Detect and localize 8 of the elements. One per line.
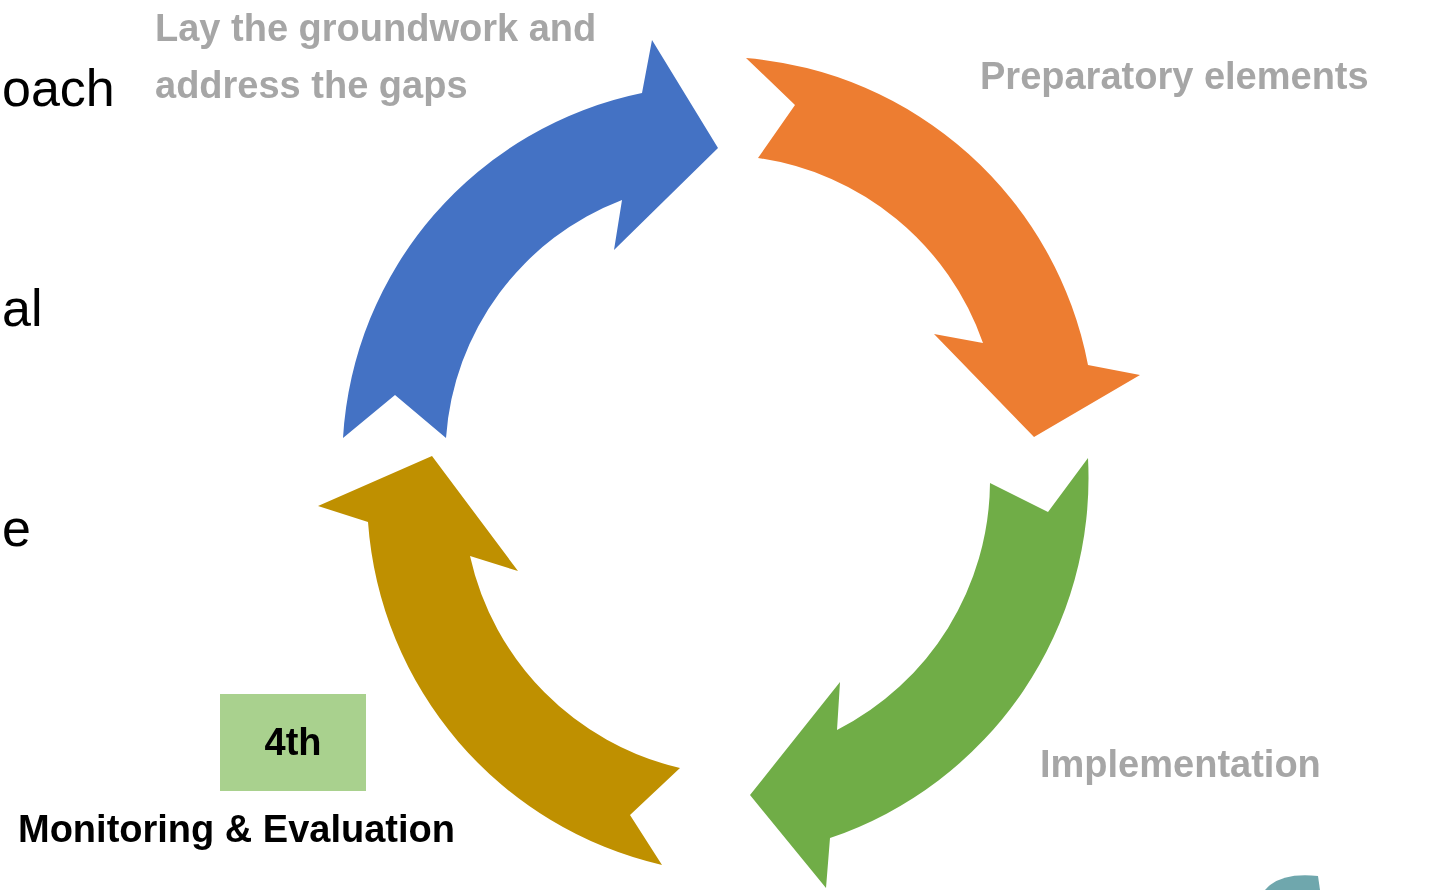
partial-text: e <box>2 498 31 558</box>
stage-label: Implementation <box>1040 742 1322 787</box>
stage-label: Preparatory elements <box>980 54 1370 99</box>
step-badge: 4th <box>220 694 366 791</box>
stage-label: Monitoring & Evaluation <box>18 808 455 851</box>
stage-label: Lay the groundwork and address the gaps <box>155 6 598 108</box>
partial-text: al <box>2 278 43 338</box>
partial-text: oach <box>2 58 115 118</box>
